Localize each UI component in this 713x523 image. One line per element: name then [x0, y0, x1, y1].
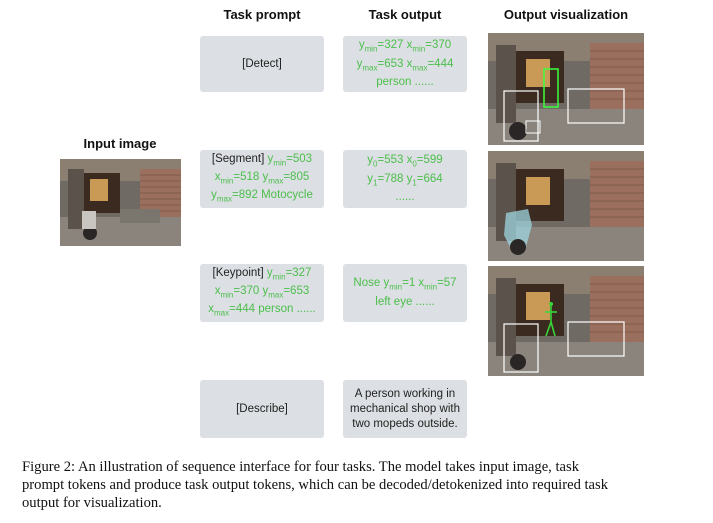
segment-mask-moped [504, 209, 532, 251]
prompt-keypoint-line1: [Keypoint] ymin=327 [212, 266, 312, 281]
input-image [60, 159, 181, 246]
prompt-keypoint-line3: xmax=444 person ...... [208, 303, 316, 318]
input-image-label: Input image [83, 136, 157, 151]
prompt-segment-line1: [Segment] ymin=503 [211, 152, 313, 167]
prompt-detect: [Detect] [200, 36, 324, 92]
viz-keypoint-image [488, 266, 644, 376]
prompt-describe: [Describe] [200, 380, 324, 438]
output-describe-line1: A person working in [354, 387, 456, 400]
header-output-visualization: Output visualization [503, 7, 629, 22]
output-describe: A person working in mechanical shop with… [343, 380, 467, 438]
street-scene-illustration [60, 159, 181, 246]
prompt-keypoint: [Keypoint] ymin=327 xmin=370 ymax=653 xm… [200, 264, 324, 322]
caption-line1: Figure 2: An illustration of sequence in… [22, 459, 579, 475]
detect-box-moped [503, 90, 539, 142]
output-keypoint-line2: left eye ...... [375, 295, 435, 308]
output-detect-line2: ymax=653 xmax=444 [356, 57, 454, 72]
output-segment: y0=553 x0=599 y1=788 y1=664 ...... [343, 150, 467, 208]
prompt-segment: [Segment] ymin=503 xmin=518 ymax=805 yma… [200, 150, 324, 208]
viz-segment-image [488, 151, 644, 261]
output-detect: ymin=327 xmin=370 ymax=653 xmax=444 pers… [343, 36, 467, 92]
caption-line3: output for visualization. [22, 495, 162, 511]
output-keypoint-line1: Nose ymin=1 xmin=57 [353, 277, 457, 292]
output-keypoint: Nose ymin=1 xmin=57 left eye ...... [343, 264, 467, 322]
prompt-describe-text: [Describe] [236, 402, 288, 415]
output-detect-line3: person ...... [376, 75, 434, 88]
prompt-detect-text: [Detect] [242, 57, 282, 70]
output-describe-line3: two mopeds outside. [352, 417, 458, 430]
detect-box-person [543, 68, 559, 108]
output-describe-line2: mechanical shop with [350, 402, 460, 415]
prompt-keypoint-line2: xmin=370 ymax=653 [214, 284, 310, 300]
output-segment-line1: y0=553 x0=599 [367, 154, 443, 169]
caption-line2: prompt tokens and produce task output to… [22, 477, 609, 493]
header-task-output: Task output [368, 7, 442, 22]
output-detect-line1: ymin=327 xmin=370 [358, 39, 452, 54]
figure-caption: Figure 2: An illustration of sequence in… [22, 458, 694, 512]
prompt-segment-line3: ymax=892 Motocycle [211, 189, 313, 204]
detect-box-cart [567, 88, 625, 124]
viz-detect-image [488, 33, 644, 145]
keypoint-skeleton [545, 306, 557, 337]
prompt-segment-line2: xmin=518 ymax=805 [214, 170, 310, 186]
header-task-prompt: Task prompt [223, 7, 301, 22]
output-segment-line2: y1=788 y1=664 [367, 172, 443, 187]
output-segment-line3: ...... [395, 190, 415, 203]
